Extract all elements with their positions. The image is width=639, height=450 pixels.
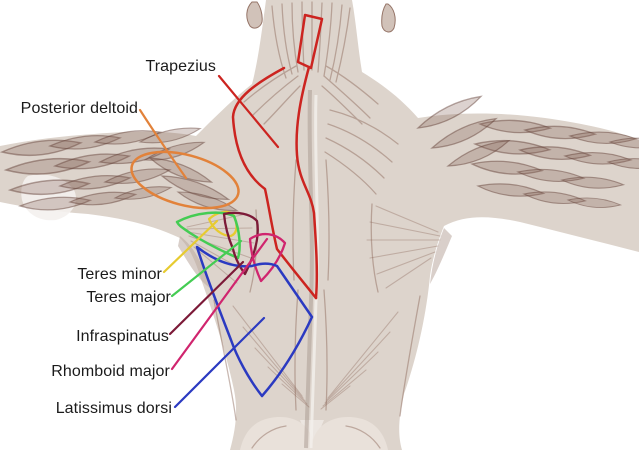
label-latissimus-dorsi: Latissimus dorsi bbox=[56, 400, 172, 417]
leader-trapezius bbox=[217, 74, 280, 149]
label-teres-minor: Teres minor bbox=[77, 266, 162, 283]
leader-teres-minor bbox=[162, 219, 219, 274]
region-outline-teres-major bbox=[175, 211, 241, 260]
glute-right bbox=[313, 417, 388, 450]
label-infraspinatus: Infraspinatus bbox=[76, 328, 169, 345]
left-armpit-shadow bbox=[178, 236, 210, 288]
label-rhomboid-major: Rhomboid major bbox=[51, 363, 170, 380]
region-outline-infraspinatus bbox=[222, 211, 259, 276]
glute-left bbox=[240, 417, 313, 450]
striations bbox=[213, 1, 421, 449]
region-outline-latissimus-dorsi bbox=[195, 245, 314, 398]
label-trapezius: Trapezius bbox=[145, 58, 216, 75]
label-teres-major: Teres major bbox=[86, 289, 171, 306]
leader-latissimus-dorsi bbox=[173, 316, 266, 409]
leader-rhomboid-major bbox=[170, 237, 269, 371]
leader-teres-major bbox=[170, 239, 243, 298]
label-posterior-deltoid: Posterior deltoid bbox=[21, 100, 138, 117]
leader-infraspinatus bbox=[168, 260, 245, 336]
spine-furrow bbox=[304, 89, 314, 449]
left-ear bbox=[246, 1, 263, 29]
leader-posterior-deltoid bbox=[138, 108, 188, 180]
right-armpit-shadow bbox=[430, 228, 452, 284]
muscle-labels: Trapezius Posterior deltoid Teres minor … bbox=[21, 58, 216, 417]
muscle-fans bbox=[186, 205, 441, 410]
region-outline-posterior-deltoid bbox=[130, 150, 240, 210]
spine-highlight bbox=[309, 94, 319, 449]
right-ear bbox=[381, 3, 396, 33]
leader-lines bbox=[138, 74, 280, 409]
